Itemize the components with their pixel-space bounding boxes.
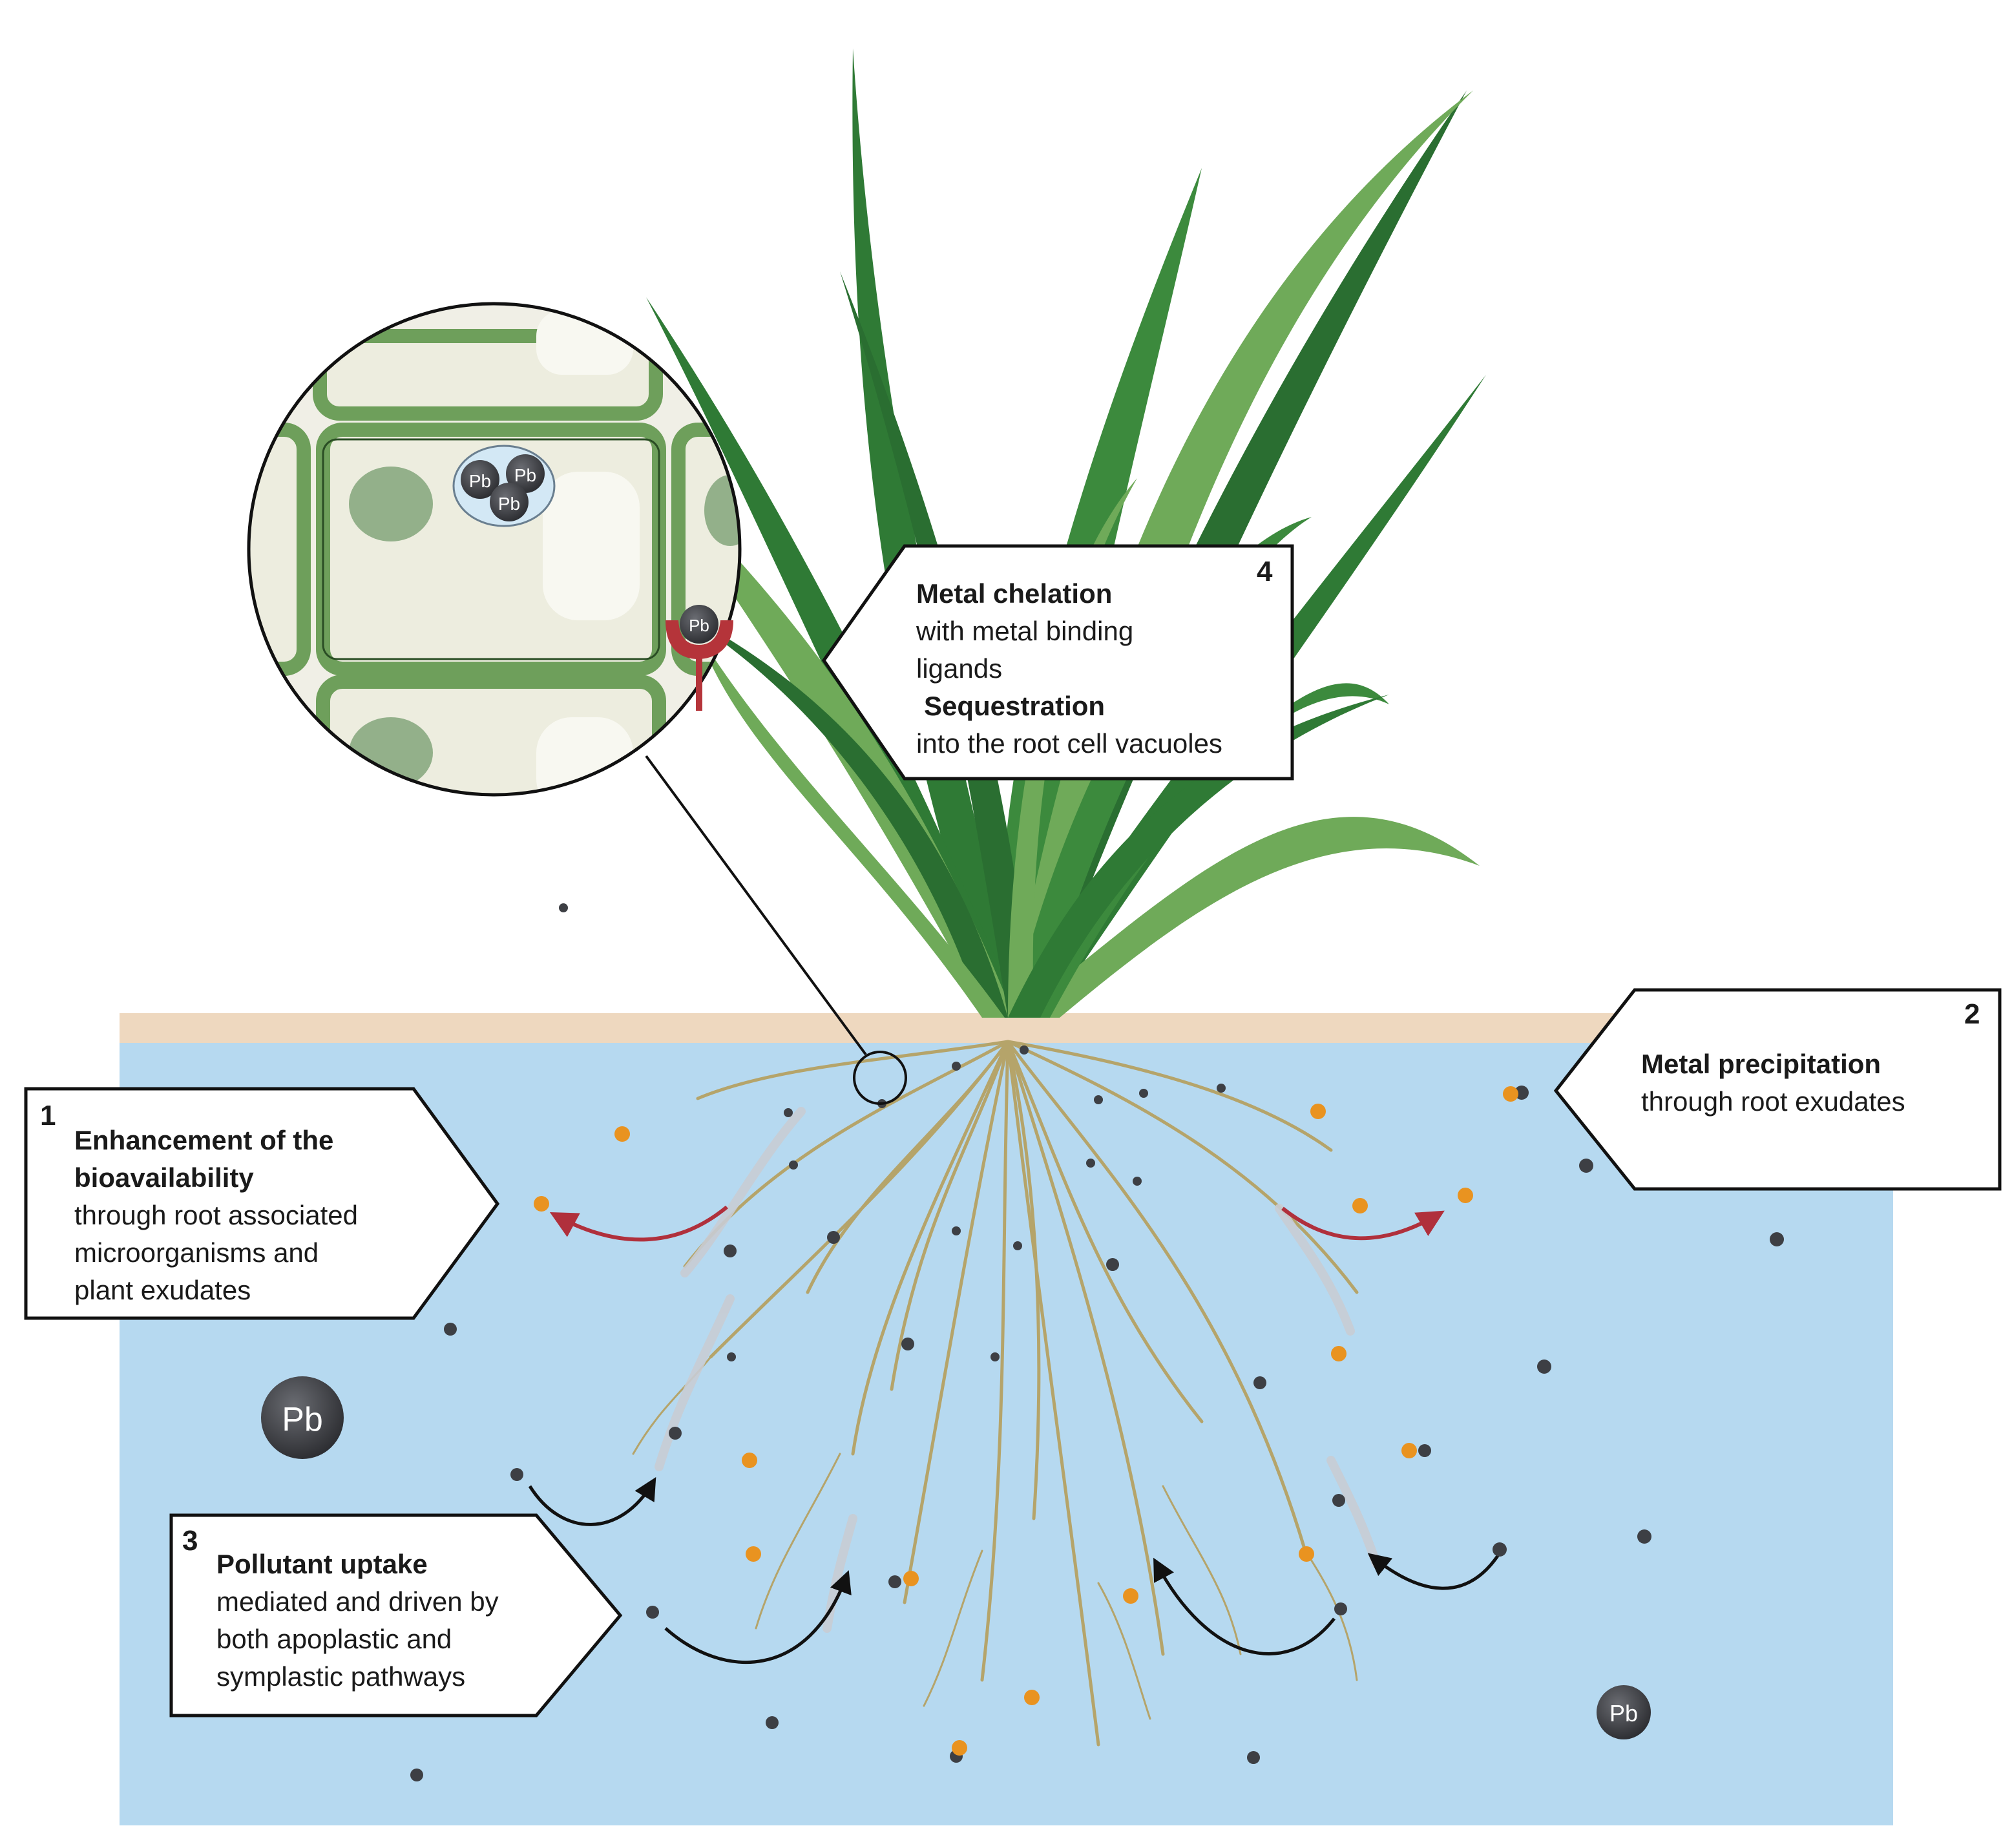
lead-particles bbox=[410, 903, 1784, 1781]
root-hairs-grey bbox=[655, 1107, 1381, 1633]
uptake-arrows bbox=[528, 1476, 1501, 1664]
svg-text:Pb: Pb bbox=[282, 1401, 323, 1438]
callout-3-body-line1: mediated and driven by bbox=[216, 1586, 499, 1617]
lead-particle-large: Pb bbox=[261, 1376, 344, 1459]
svg-text:Pb: Pb bbox=[469, 471, 491, 491]
nucleus bbox=[349, 467, 433, 541]
callout-1-body-line3: plant exudates bbox=[74, 1275, 251, 1305]
metal-transporter: Pb bbox=[665, 605, 733, 711]
callout-3-number: 3 bbox=[182, 1525, 198, 1557]
svg-text:Pb: Pb bbox=[514, 465, 536, 485]
callout-1-body-line2: microorganisms and bbox=[74, 1237, 319, 1268]
vacuole-lead-1: Pb bbox=[461, 460, 499, 499]
lead-particle-medium: Pb bbox=[1597, 1685, 1651, 1739]
callout-2-box bbox=[1553, 988, 2002, 1191]
svg-text:Pb: Pb bbox=[689, 616, 709, 635]
callout-3-body-line2: both apoplastic and bbox=[216, 1624, 452, 1654]
exudate-particles bbox=[534, 1086, 1518, 1756]
callout-3-title: Pollutant uptake bbox=[216, 1549, 428, 1579]
callout-2-title: Metal precipitation bbox=[1641, 1049, 1881, 1079]
callout-1-title-line2: bioavailability bbox=[74, 1162, 254, 1193]
callout-2-body: through root exudates bbox=[1641, 1086, 1905, 1117]
zoom-leader bbox=[645, 755, 907, 1105]
callout-1-box bbox=[24, 1087, 500, 1320]
callout-3-box bbox=[169, 1513, 623, 1717]
callout-4-title-sequestration: Sequestration bbox=[924, 691, 1106, 721]
callout-1-title-line1: Enhancement of the bbox=[74, 1125, 334, 1155]
vacuole-lead-3: Pb bbox=[490, 483, 529, 521]
red-arrow-left bbox=[549, 1205, 728, 1242]
svg-text:Pb: Pb bbox=[498, 494, 520, 514]
root-system bbox=[632, 1040, 1359, 1747]
callout-4-box bbox=[821, 544, 1294, 781]
callout-4-number: 4 bbox=[1257, 556, 1273, 587]
callout-4-body1-line2: ligands bbox=[916, 653, 1003, 684]
callout-1-body-line1: through root associated bbox=[74, 1200, 358, 1230]
callout-4-title-chelation: Metal chelation bbox=[916, 578, 1113, 609]
callout-2-number: 2 bbox=[1964, 998, 1980, 1030]
svg-text:Pb: Pb bbox=[1609, 1700, 1638, 1727]
callout-4-body2: into the root cell vacuoles bbox=[916, 728, 1222, 759]
callout-4-body1-line1: with metal binding bbox=[916, 616, 1134, 646]
callout-1-number: 1 bbox=[40, 1100, 56, 1131]
vacuole-lead-2: Pb bbox=[506, 454, 545, 493]
red-arrow-right bbox=[1281, 1206, 1445, 1241]
plant-leaves bbox=[646, 48, 1486, 1018]
callout-3-body-line3: symplastic pathways bbox=[216, 1661, 466, 1692]
root-cell-zoom: Pb Pb Pb Pb bbox=[247, 302, 742, 797]
